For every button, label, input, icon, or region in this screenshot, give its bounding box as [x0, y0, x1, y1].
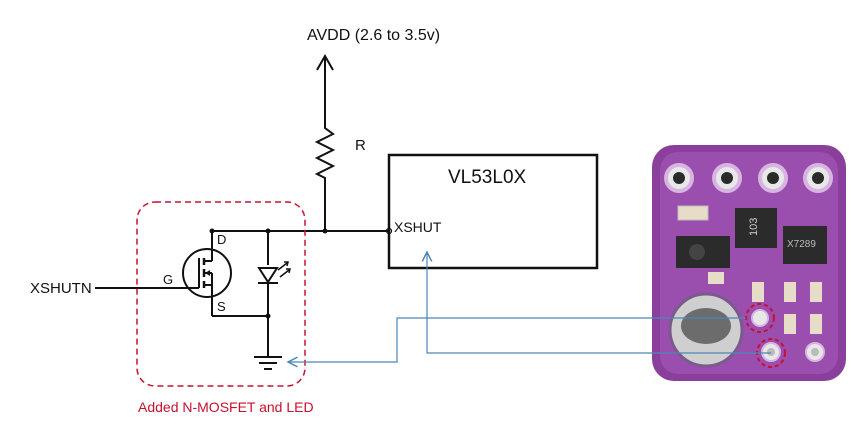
annotation-label: Added N-MOSFET and LED [138, 399, 314, 415]
ground-icon [254, 356, 282, 370]
junction-dot [322, 228, 328, 234]
mosfet-symbol [182, 231, 232, 316]
resistor-symbol [314, 125, 336, 182]
callout-arrow-xshut [427, 252, 771, 354]
gate-label: G [163, 272, 173, 287]
source-label: S [217, 299, 226, 314]
drain-label: D [217, 232, 226, 247]
annotation-box [136, 201, 306, 387]
supply-arrow [316, 53, 334, 125]
pcb-marking-2: X7289 [787, 239, 816, 250]
chip-box [387, 153, 599, 270]
chip-label: VL53L0X [448, 167, 527, 188]
led-icon [257, 261, 291, 284]
pin-dot [385, 227, 393, 235]
supply-label: AVDD (2.6 to 3.5v) [307, 27, 440, 44]
xshutn-label: XSHUTN [30, 280, 92, 297]
callout-arrow-ground [288, 317, 746, 362]
junction-dot [265, 313, 271, 319]
pcb-marking-1: 103 [748, 218, 760, 236]
resistor-label: R [355, 137, 366, 154]
xshut-pin-label: XSHUT [394, 219, 442, 235]
sensor-board-photo: 103 X7289 [652, 145, 846, 381]
